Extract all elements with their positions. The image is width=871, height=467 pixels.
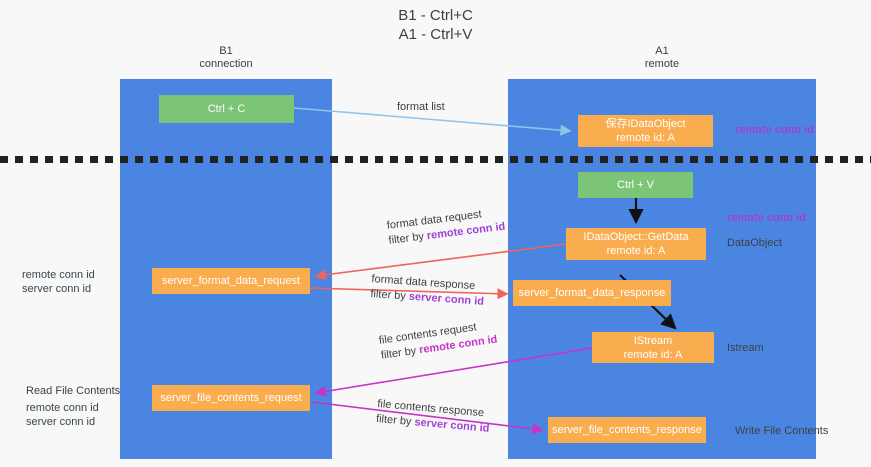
diagram-title-line2: A1 - Ctrl+V [398, 26, 473, 43]
edge-label-format-list: format list [397, 100, 445, 115]
node-istream[interactable]: IStream remote id: A [592, 332, 714, 363]
edge-label-file-contents-request: file contents request filter by remote c… [378, 318, 498, 364]
annotation-remote-conn-id-left-2: remote conn id [26, 402, 99, 414]
edge-label-format-list-text: format list [397, 101, 445, 113]
node-ctrl-v-label: Ctrl + V [617, 179, 654, 191]
filter-prefix: filter by [387, 230, 428, 247]
node-save-idataobject[interactable]: 保存IDataObject remote id: A [578, 115, 713, 147]
node-save-idataobject-line2: remote id: A [616, 132, 675, 144]
node-server-file-contents-response[interactable]: server_file_contents_response [548, 417, 706, 443]
swimlane-header-a1-sub: remote [644, 58, 680, 70]
swimlane-header-b1-sub: connection [199, 58, 253, 70]
edge-label-format-data-response: format data response filter by server co… [370, 272, 486, 310]
node-idataobject-getdata-line2: remote id: A [606, 245, 666, 257]
filter-prefix: filter by [380, 344, 421, 362]
node-ctrl-v[interactable]: Ctrl + V [578, 172, 693, 198]
annotation-read-file-contents: Read File Contents [26, 385, 121, 397]
swimlane-header-b1: B1 connection [120, 45, 332, 71]
phase-divider [0, 156, 871, 163]
filter-key-server-conn-id: server conn id [408, 290, 485, 308]
annotation-istream: Istream [727, 342, 764, 354]
filter-prefix: filter by [370, 287, 410, 303]
node-idataobject-getdata[interactable]: IDataObject::GetData remote id: A [566, 228, 706, 260]
edge-label-format-data-request: format data request filter by remote con… [386, 205, 506, 249]
node-save-idataobject-line1: 保存IDataObject [605, 118, 686, 130]
node-istream-line2: remote id: A [623, 348, 683, 361]
node-server-file-contents-request-label: server_file_contents_request [160, 392, 302, 404]
annotation-dataobject: DataObject [727, 237, 783, 249]
node-idataobject-getdata-line1: IDataObject::GetData [583, 231, 689, 243]
annotation-server-conn-id-left-2: server conn id [26, 416, 96, 428]
swimlane-header-a1: A1 remote [508, 45, 816, 71]
annotation-remote-conn-id-top: remote conn id [735, 124, 814, 136]
annotation-remote-conn-id-left-1: remote conn id [22, 269, 95, 281]
annotation-write-file-contents: Write File Contents [735, 425, 829, 437]
swimlane-header-a1-name: A1 [655, 45, 669, 57]
node-server-file-contents-request[interactable]: server_file_contents_request [152, 385, 310, 411]
diagram-title: B1 - Ctrl+C A1 - Ctrl+V [0, 6, 871, 44]
filter-prefix: filter by [375, 412, 415, 429]
annotation-conn-ids-file: remote conn id server conn id [26, 401, 99, 429]
node-ctrl-c-label: Ctrl + C [207, 103, 246, 115]
edge-label-file-contents-response: file contents response filter by server … [375, 397, 491, 437]
node-ctrl-c[interactable]: Ctrl + C [159, 95, 294, 123]
annotation-conn-ids-format: remote conn id server conn id [22, 268, 95, 296]
node-server-file-contents-response-label: server_file_contents_response [552, 424, 702, 436]
annotation-remote-conn-id-getdata: remote conn id [727, 212, 806, 224]
annotation-server-conn-id-left-1: server conn id [22, 283, 92, 295]
swimlane-header-b1-name: B1 [219, 45, 233, 57]
node-server-format-data-response[interactable]: server_format_data_response [513, 280, 671, 306]
node-server-format-data-request[interactable]: server_format_data_request [152, 268, 310, 294]
node-server-format-data-response-label: server_format_data_response [518, 287, 666, 299]
diagram-title-line1: B1 - Ctrl+C [398, 7, 473, 24]
node-server-format-data-request-label: server_format_data_request [161, 275, 301, 287]
node-istream-line1: IStream [633, 334, 673, 347]
